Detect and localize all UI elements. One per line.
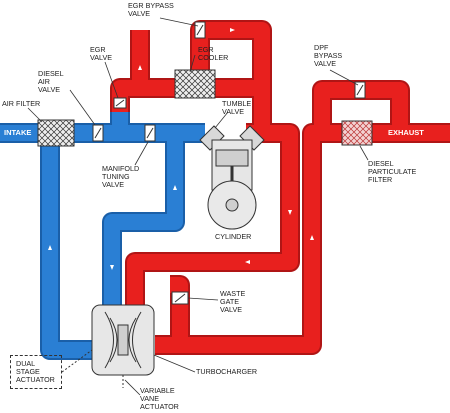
- cylinder-label: CYLINDER: [215, 232, 252, 241]
- air-filter: [37, 119, 75, 147]
- egr-valve-label: EGR VALVE: [90, 45, 113, 62]
- egr-cooler: [174, 69, 216, 99]
- waste-gate-valve-label: WASTE GATE VALVE: [220, 289, 246, 314]
- diesel-air-valve: [92, 124, 104, 142]
- tumble-valve-label: TUMBLE VALVE: [222, 99, 252, 116]
- exhaust-label: EXHAUST: [388, 128, 424, 137]
- egr-bypass-valve: [194, 21, 206, 39]
- intake-label: INTAKE: [4, 128, 32, 137]
- variable-vane-actuator-label: VARIABLE VANE ACTUATOR: [140, 386, 179, 411]
- dual-stage-actuator-label: DUAL STAGE ACTUATOR: [16, 359, 55, 384]
- diesel-particulate-filter: [341, 120, 373, 146]
- dpf-bypass-valve: [354, 81, 366, 99]
- leader-lines: [27, 17, 369, 396]
- dual-stage-actuator: [10, 355, 62, 389]
- manifold-tuning-valve: [144, 124, 156, 142]
- egr-bypass-valve-label: EGR BYPASS VALVE: [128, 1, 174, 18]
- turbocharger: [91, 304, 155, 388]
- manifold-tuning-valve-label: MANIFOLD TUNING VALVE: [102, 164, 140, 189]
- dpf-bypass-valve-label: DPF BYPASS VALVE: [314, 43, 343, 68]
- egr-cooler-label: EGR COOLER: [198, 45, 229, 62]
- cylinder: [199, 125, 265, 230]
- waste-gate-valve: [171, 291, 189, 305]
- egr-valve: [113, 97, 127, 109]
- turbocharger-label: TURBOCHARGER: [196, 367, 258, 376]
- air-filter-label: AIR FILTER: [2, 99, 41, 108]
- diesel-particulate-filter-label: DIESEL PARTICULATE FILTER: [368, 159, 417, 184]
- diesel-air-valve-label: DIESEL AIR VALVE: [38, 69, 64, 94]
